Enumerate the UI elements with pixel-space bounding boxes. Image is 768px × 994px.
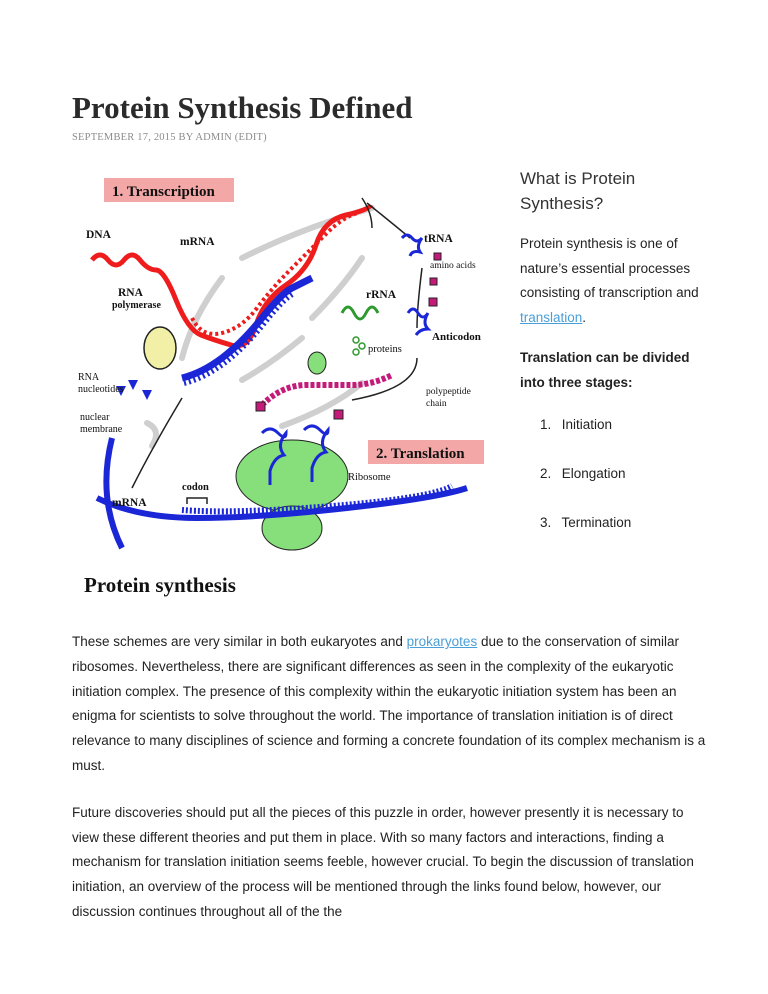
edit-link[interactable]: (EDIT) <box>234 132 267 143</box>
post-by: BY <box>178 132 194 143</box>
small-subunit <box>307 351 327 375</box>
label-polymerase: polymerase <box>112 300 161 311</box>
post-date: SEPTEMBER 17, 2015 <box>72 132 176 143</box>
translation-title-box <box>368 440 484 464</box>
body-paragraph-2: Future discoveries should put all the pi… <box>72 804 694 919</box>
polypeptide-chain <box>259 372 394 408</box>
ribosome-large <box>235 439 349 513</box>
arrow-1 <box>361 197 373 229</box>
trna-on-ribosome-2 <box>302 424 330 482</box>
nucleotide-3 <box>142 390 152 400</box>
label-anticodon: Anticodon <box>432 331 481 343</box>
amino-acid-2 <box>429 277 438 286</box>
label-rrna: rRNA <box>366 289 397 301</box>
translation-link[interactable]: translation <box>520 309 583 325</box>
mrna-strand-top <box>181 274 314 382</box>
label-amino-acids: amino acids <box>430 261 476 271</box>
trna-shape <box>400 233 424 257</box>
body-paragraph-1: These schemes are very similar in both e… <box>72 630 712 779</box>
label-codon: codon <box>182 482 209 493</box>
label-trna: tRNA <box>424 233 453 245</box>
label-rna-nucleotides-2: nucleotides <box>78 384 124 395</box>
transcription-title-box <box>104 178 234 202</box>
label-mrna-top: mRNA <box>180 236 215 248</box>
codon-bracket <box>186 497 208 504</box>
dna-strand <box>90 203 374 349</box>
chain-end <box>255 401 266 412</box>
stages-list: 1. Initiation 2. Elongation 3. Terminati… <box>520 413 705 560</box>
label-rna-nucleotides-1: RNA <box>78 372 100 383</box>
chain-end-2 <box>333 409 344 420</box>
stage-number: 3. <box>540 515 552 530</box>
label-rna: RNA <box>118 287 144 299</box>
prokaryotes-link[interactable]: prokaryotes <box>406 634 478 649</box>
author-link[interactable]: ADMIN <box>195 132 232 143</box>
protein-synthesis-diagram: 1. Transcription 2. Translation DNA mRNA… <box>72 168 504 608</box>
rna-polymerase-shape <box>143 326 177 370</box>
amino-acid-1 <box>433 252 442 261</box>
p1-before: These schemes are very similar in both e… <box>72 634 407 649</box>
dna-strand-2 <box>190 211 358 336</box>
mrna-strand-top-ticks <box>183 290 296 386</box>
mrna-strand-bottom-ticks <box>181 483 454 515</box>
protein-dot-3 <box>352 348 360 356</box>
arrow-5 <box>351 357 418 401</box>
trna-on-ribosome-1 <box>260 427 288 485</box>
diagram-svg: 1. Transcription 2. Translation DNA mRNA… <box>78 178 484 597</box>
stage-number: 2. <box>540 466 552 481</box>
sidebar-intro-end: . <box>582 309 587 325</box>
label-ribosome: Ribosome <box>348 472 391 483</box>
sidebar-intro-text: Protein synthesis is one of nature’s ess… <box>520 236 699 300</box>
article-body: These schemes are very similar in both e… <box>72 630 712 925</box>
translation-title: 2. Translation <box>376 446 465 462</box>
p1-after: due to the conservation of similar ribos… <box>72 634 706 773</box>
nucleotide-1 <box>116 386 126 396</box>
label-nuclear-1: nuclear <box>80 412 110 423</box>
label-proteins: proteins <box>368 344 402 355</box>
anticodon-shape <box>406 307 432 336</box>
transcription-title: 1. Transcription <box>112 184 215 200</box>
sidebar: What is Protein Synthesis? Protein synth… <box>520 166 705 560</box>
list-item: 2. Elongation <box>520 462 705 511</box>
stage-label: Initiation <box>561 417 613 432</box>
arrow-4 <box>131 397 183 489</box>
sidebar-heading: What is Protein Synthesis? <box>520 169 636 213</box>
label-polypeptide-1: polypeptide <box>426 387 471 397</box>
sidebar-intro: Protein synthesis is one of nature’s ess… <box>520 232 705 330</box>
protein-dot-1 <box>352 336 360 344</box>
diagram-caption: Protein synthesis <box>84 573 236 597</box>
rrna-shape <box>340 305 380 321</box>
amino-acid-3 <box>428 297 438 307</box>
label-polypeptide-2: chain <box>426 399 447 409</box>
label-dna: DNA <box>86 229 112 241</box>
nuclear-membrane <box>144 205 375 449</box>
post-meta: SEPTEMBER 17, 2015 BY ADMIN (EDIT) <box>72 132 267 143</box>
list-item: 3. Termination <box>520 511 705 560</box>
label-mrna-bottom: mRNA <box>112 497 147 509</box>
stage-label: Termination <box>561 515 632 530</box>
arrow-3 <box>416 267 423 329</box>
page-title: Protein Synthesis Defined <box>72 90 413 125</box>
list-item: 1. Initiation <box>520 413 705 462</box>
arrow-2 <box>366 202 411 239</box>
stage-label: Elongation <box>561 466 626 481</box>
stages-heading: Translation can be divided into three st… <box>520 350 690 390</box>
nucleotide-2 <box>128 380 138 390</box>
protein-dot-2 <box>358 342 366 350</box>
label-nuclear-2: membrane <box>80 424 123 435</box>
stage-number: 1. <box>540 417 552 432</box>
